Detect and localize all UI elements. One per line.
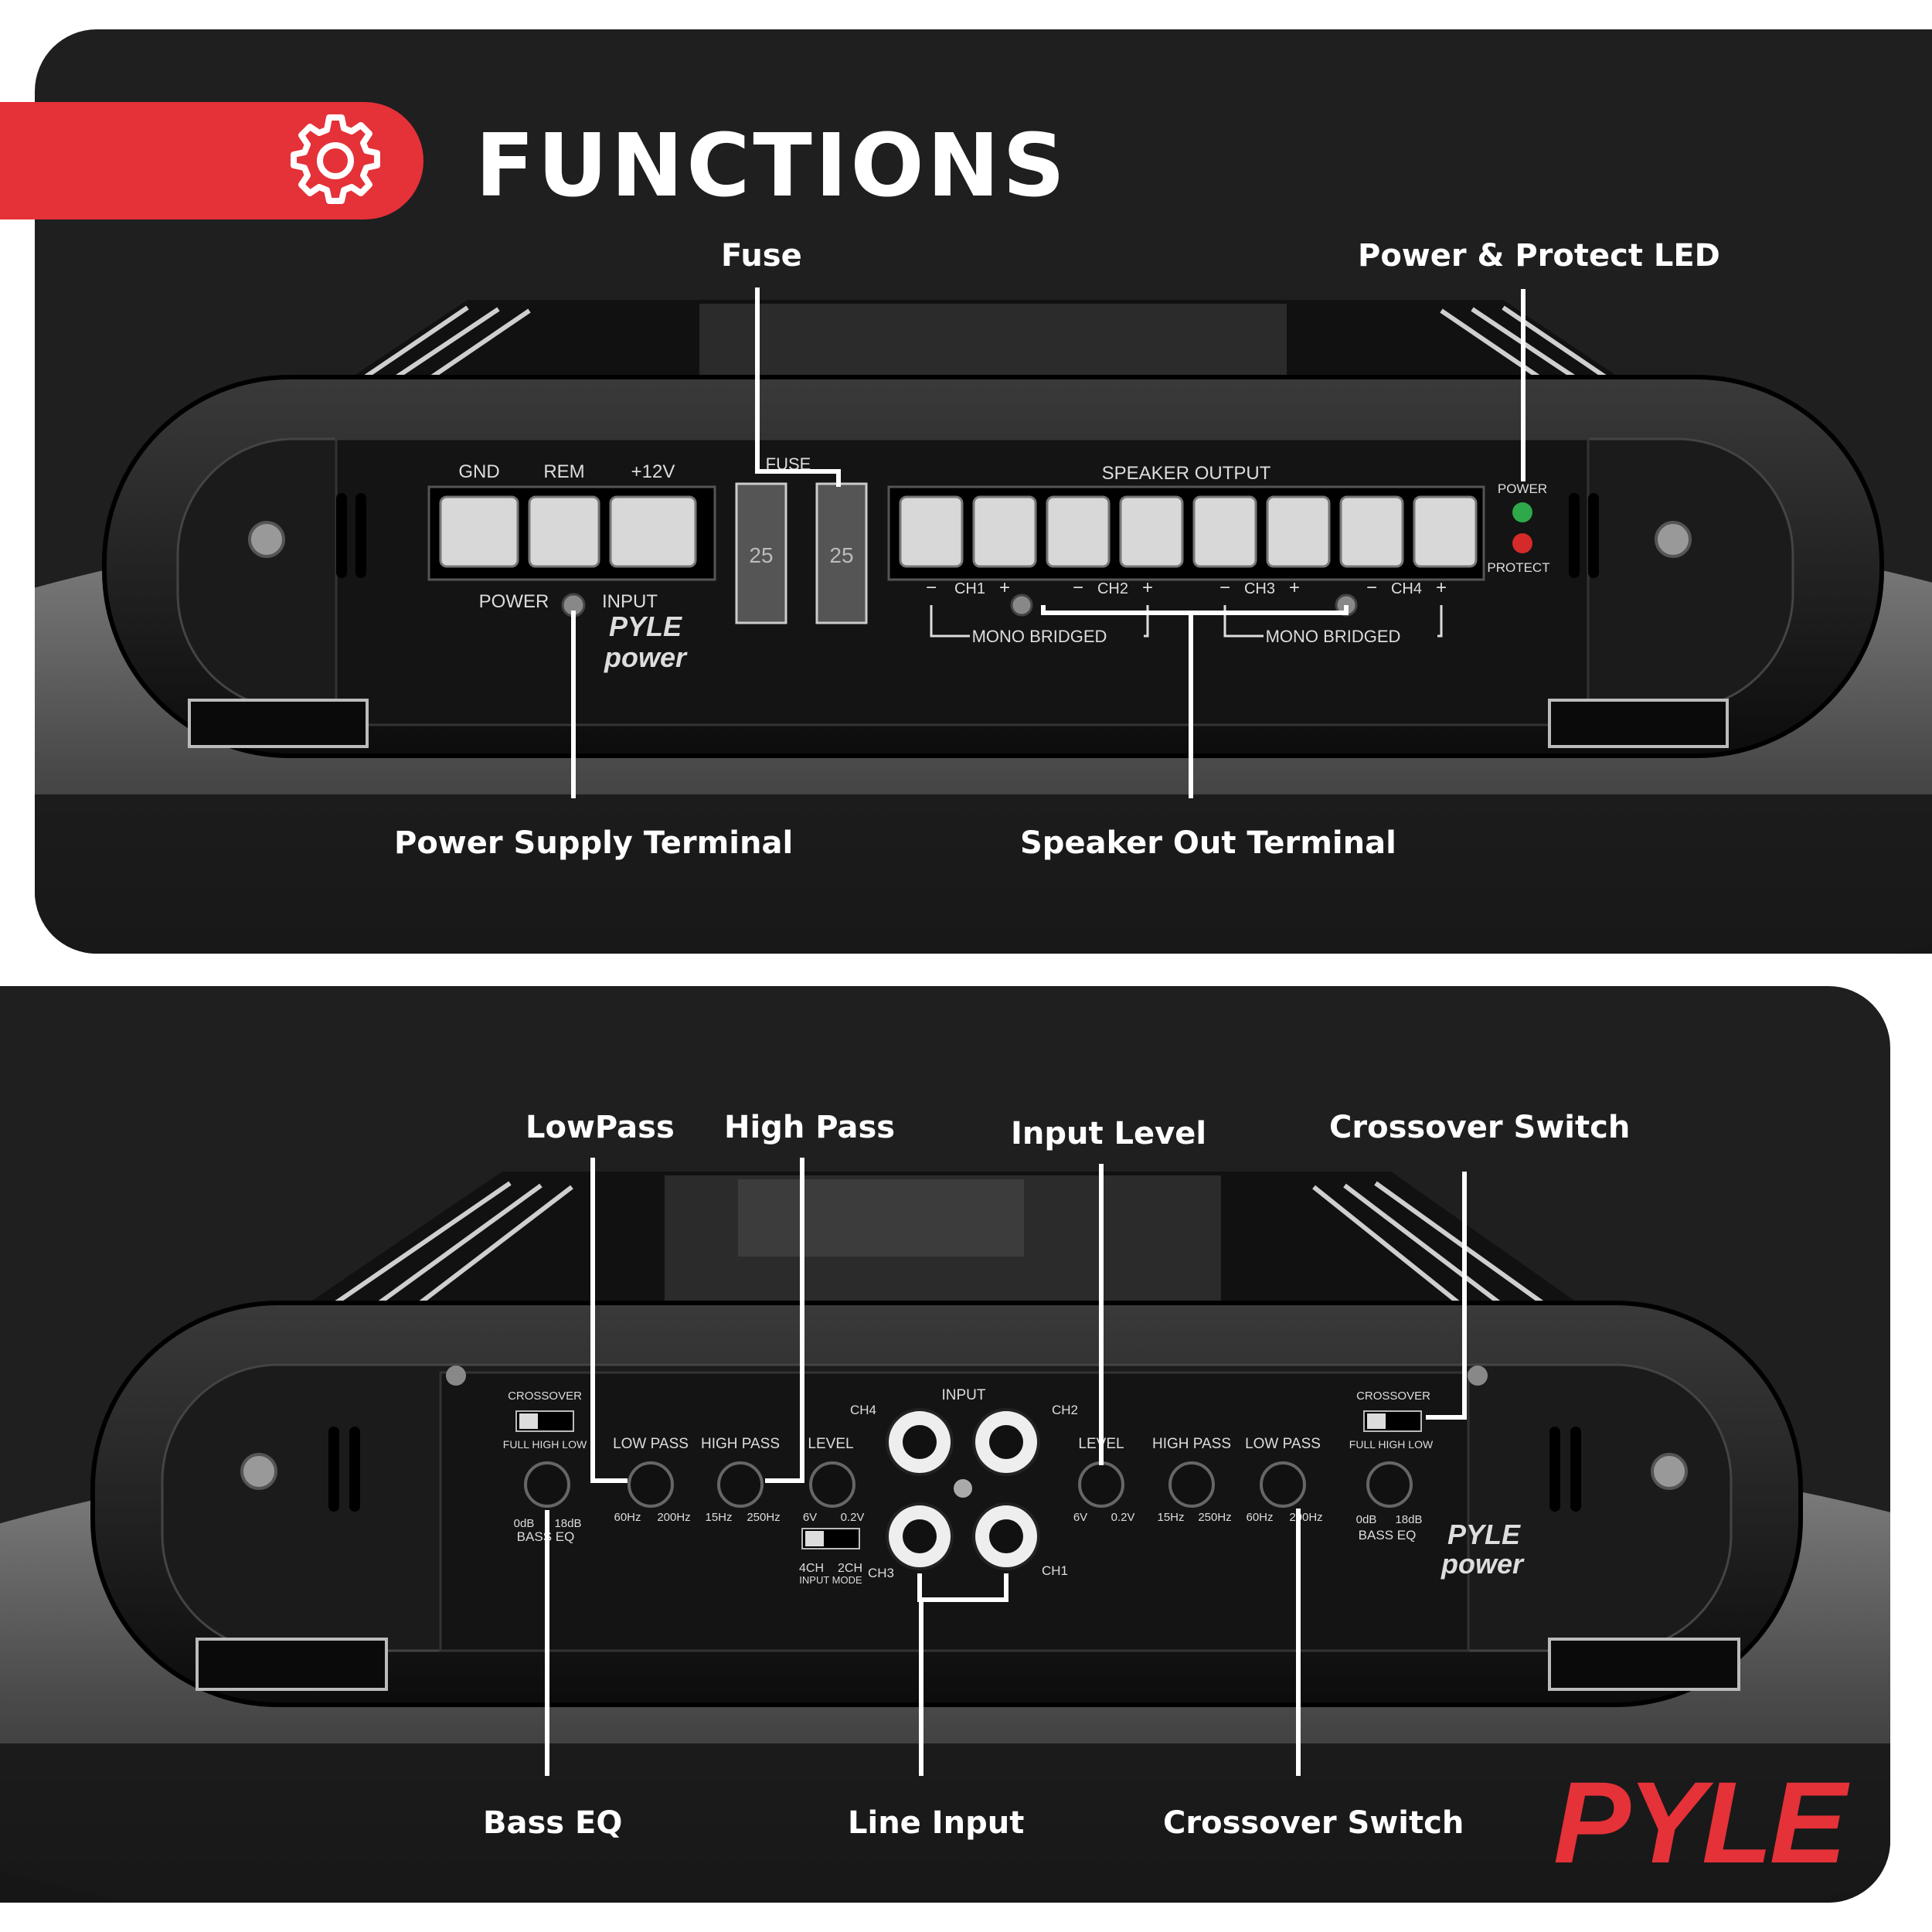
lv-min-right: 6V bbox=[1073, 1511, 1087, 1524]
lp-max-left: 200Hz bbox=[657, 1511, 690, 1524]
mono-bridged-left: MONO BRIDGED bbox=[972, 627, 1107, 646]
terminal-label-rem: REM bbox=[543, 461, 584, 482]
screw-right bbox=[1655, 521, 1692, 558]
rca-ch3-label: CH3 bbox=[868, 1566, 894, 1580]
speaker-output-label: SPEAKER OUTPUT bbox=[1102, 463, 1271, 484]
rca-jacks[interactable] bbox=[886, 1408, 1040, 1570]
callout-lowpass: LowPass bbox=[526, 1110, 675, 1145]
callout-line-input: Line Input bbox=[848, 1805, 1025, 1841]
bass-eq-max-right: 18dB bbox=[1395, 1513, 1422, 1526]
bass-eq-knob-right[interactable] bbox=[1366, 1461, 1413, 1508]
ch4-minus: − bbox=[1366, 577, 1377, 598]
mono-bridged-right: MONO BRIDGED bbox=[1266, 627, 1401, 646]
ch1-minus: − bbox=[926, 577, 937, 598]
ch2-minus: − bbox=[1073, 577, 1083, 598]
input-label: INPUT bbox=[942, 1387, 986, 1403]
callout-bass-eq: Bass EQ bbox=[483, 1805, 623, 1841]
bottom-panel-art: CROSSOVER FULL HIGH LOW 0dB 18dB BASS EQ… bbox=[0, 1158, 1890, 1903]
bass-eq-max-left: 18dB bbox=[554, 1517, 581, 1530]
lv-max-left: 0.2V bbox=[841, 1511, 865, 1524]
hp-min-left: 15Hz bbox=[705, 1511, 732, 1524]
power-label: POWER bbox=[479, 591, 549, 612]
callout-lines-bottom bbox=[545, 1158, 1467, 1776]
functions-banner bbox=[0, 102, 423, 219]
screw-left bbox=[248, 521, 285, 558]
ch3-label: CH3 bbox=[1244, 580, 1275, 597]
terminal-label-12v: +12V bbox=[631, 461, 675, 482]
level-label-left: LEVEL bbox=[808, 1436, 853, 1452]
full-high-low-left: FULL HIGH LOW bbox=[503, 1438, 587, 1451]
ch3-plus: + bbox=[1289, 577, 1300, 598]
callout-speaker-out: Speaker Out Terminal bbox=[1020, 825, 1396, 861]
rca-ch2-label: CH2 bbox=[1052, 1403, 1078, 1417]
ch2-plus: + bbox=[1142, 577, 1153, 598]
pyle-logo-top: PYLE bbox=[609, 611, 682, 642]
led-protect-label: PROTECT bbox=[1487, 560, 1549, 575]
callout-fuse: Fuse bbox=[721, 238, 802, 274]
hp-max-right: 250Hz bbox=[1198, 1511, 1231, 1524]
mode-2ch: 2CH bbox=[838, 1562, 862, 1575]
pyle-logo-bottom-bottom: power bbox=[1440, 1548, 1525, 1580]
bass-eq-min-right: 0dB bbox=[1356, 1513, 1377, 1526]
crossover-label-right: CROSSOVER bbox=[1356, 1389, 1430, 1403]
input-label: INPUT bbox=[602, 591, 658, 612]
lp-min-left: 60Hz bbox=[614, 1511, 641, 1524]
level-knob-left[interactable] bbox=[809, 1461, 855, 1508]
top-panel-art: GND REM +12V POWER INPUT PYLE power FUSE… bbox=[35, 287, 1932, 954]
bass-eq-knob-left[interactable] bbox=[524, 1461, 570, 1508]
bottom-panel: CROSSOVER FULL HIGH LOW 0dB 18dB BASS EQ… bbox=[0, 986, 1890, 1903]
high-pass-label-left: HIGH PASS bbox=[701, 1436, 780, 1452]
lv-max-right: 0.2V bbox=[1111, 1511, 1135, 1524]
terminal-label-gnd: GND bbox=[458, 461, 499, 482]
ch4-plus: + bbox=[1436, 577, 1447, 598]
high-pass-knob-right[interactable] bbox=[1168, 1461, 1215, 1508]
callout-lines-top bbox=[571, 287, 1526, 798]
callout-power-supply: Power Supply Terminal bbox=[394, 825, 794, 861]
top-panel: GND REM +12V POWER INPUT PYLE power FUSE… bbox=[35, 29, 1932, 954]
low-pass-label-left: LOW PASS bbox=[613, 1436, 689, 1452]
crossover-label-left: CROSSOVER bbox=[508, 1389, 582, 1403]
callout-input-level: Input Level bbox=[1011, 1116, 1207, 1151]
callout-led: Power & Protect LED bbox=[1358, 238, 1720, 274]
pyle-logo-top-bottom: PYLE bbox=[1447, 1519, 1521, 1550]
gear-icon bbox=[291, 114, 380, 204]
fuse-2-rating: 25 bbox=[829, 543, 853, 567]
lv-min-left: 6V bbox=[803, 1511, 817, 1524]
mode-4ch: 4CH bbox=[799, 1562, 824, 1575]
callout-highpass: High Pass bbox=[724, 1110, 896, 1145]
low-pass-label-right: LOW PASS bbox=[1245, 1436, 1321, 1452]
low-pass-knob-left[interactable] bbox=[628, 1461, 674, 1508]
callout-crossover-top: Crossover Switch bbox=[1329, 1110, 1631, 1145]
high-pass-label-right: HIGH PASS bbox=[1152, 1436, 1231, 1452]
ch4-label: CH4 bbox=[1391, 580, 1422, 597]
level-knob-right[interactable] bbox=[1078, 1461, 1124, 1508]
power-led bbox=[1512, 502, 1532, 522]
page-title: FUNCTIONS bbox=[475, 116, 1069, 216]
fuse-1 bbox=[735, 482, 787, 624]
hp-max-left: 250Hz bbox=[747, 1511, 780, 1524]
ch2-label: CH2 bbox=[1097, 580, 1128, 597]
ch1-label: CH1 bbox=[954, 580, 985, 597]
ch1-plus: + bbox=[999, 577, 1010, 598]
fuse-2 bbox=[815, 482, 868, 624]
full-high-low-right: FULL HIGH LOW bbox=[1349, 1438, 1434, 1451]
pyle-logo-bottom: power bbox=[604, 641, 688, 673]
rca-ch1-label: CH1 bbox=[1042, 1563, 1068, 1578]
led-power-label: POWER bbox=[1498, 481, 1547, 496]
input-mode-label: INPUT MODE bbox=[799, 1574, 862, 1586]
rca-ch4-label: CH4 bbox=[850, 1403, 876, 1417]
protect-led bbox=[1512, 533, 1532, 553]
high-pass-knob-left[interactable] bbox=[717, 1461, 764, 1508]
lp-max-right: 200Hz bbox=[1289, 1511, 1322, 1524]
low-pass-knob-right[interactable] bbox=[1260, 1461, 1306, 1508]
hp-min-right: 15Hz bbox=[1157, 1511, 1184, 1524]
bass-eq-label-right: BASS EQ bbox=[1359, 1528, 1417, 1543]
ch3-minus: − bbox=[1219, 577, 1230, 598]
pyle-brand-logo: PYLE bbox=[1553, 1757, 1847, 1887]
callout-crossover-bottom: Crossover Switch bbox=[1163, 1805, 1464, 1841]
lp-min-right: 60Hz bbox=[1246, 1511, 1273, 1524]
bass-eq-min-left: 0dB bbox=[514, 1517, 535, 1530]
fuse-1-rating: 25 bbox=[749, 543, 773, 567]
